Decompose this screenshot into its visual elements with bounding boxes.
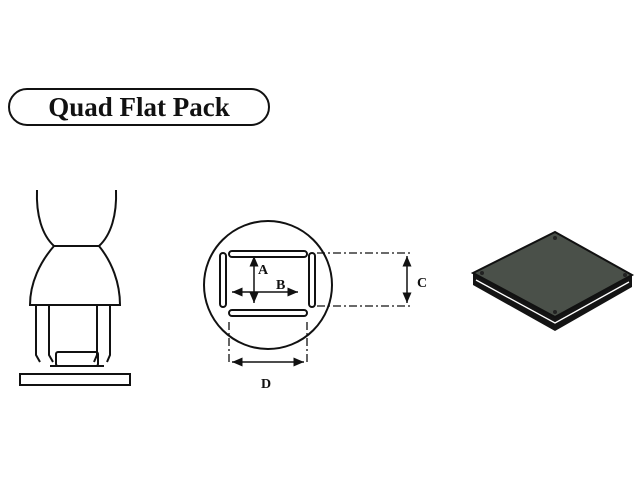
nozzle-dome xyxy=(28,245,122,306)
label-a: A xyxy=(258,263,269,278)
chip-component xyxy=(55,351,99,367)
label-c: C xyxy=(417,276,427,291)
qfp-chip-illustration xyxy=(470,230,635,331)
nozzle-neck-left xyxy=(35,189,55,247)
slot-top xyxy=(228,250,308,258)
slot-bottom xyxy=(228,309,308,317)
slot-right xyxy=(308,252,316,308)
nozzle-outline xyxy=(203,220,333,350)
pcb-base xyxy=(19,373,131,386)
nozzle-neck-right xyxy=(98,189,118,247)
title-pill: Quad Flat Pack xyxy=(8,88,270,126)
nozzle-side-view xyxy=(19,189,131,386)
label-b: B xyxy=(276,278,285,293)
label-d: D xyxy=(261,377,271,392)
chip-body-top xyxy=(470,230,635,319)
chip-body-side xyxy=(473,273,632,331)
slot-left xyxy=(219,252,227,308)
nozzle-leg-left xyxy=(35,305,54,363)
nozzle-bottom-view xyxy=(203,220,412,367)
nozzle-leg-right xyxy=(93,305,111,363)
